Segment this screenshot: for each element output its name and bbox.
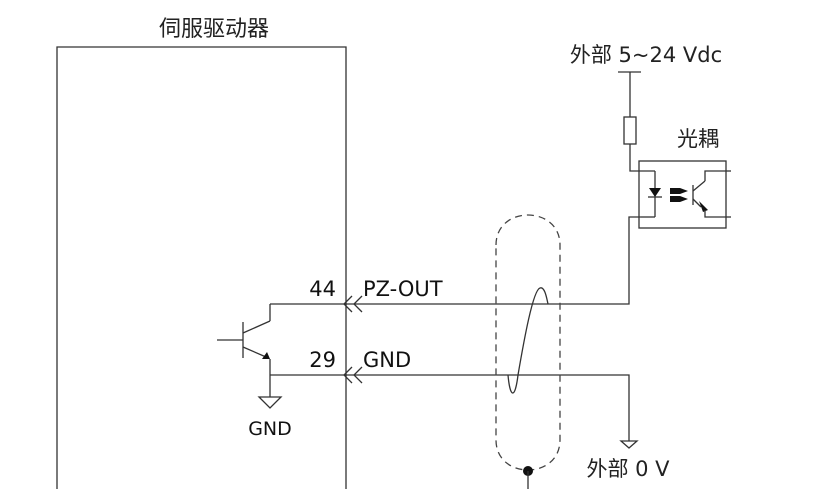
gnd-external-wire — [346, 374, 630, 441]
external-ground-label: 外部 0 V — [586, 457, 670, 481]
cable-shield-icon — [495, 214, 561, 471]
pin-number-29: 29 — [309, 348, 336, 372]
signal-name-pz-out: PZ-OUT — [363, 277, 443, 301]
optocoupler-icon — [638, 160, 731, 229]
resistor-to-led-wire — [629, 144, 655, 172]
servo-drive-title: 伺服驱动器 — [159, 17, 269, 42]
pin-number-44: 44 — [309, 277, 336, 301]
signal-name-gnd: GND — [363, 348, 411, 372]
internal-ground-label: GND — [248, 418, 292, 440]
external-supply-label: 外部 5~24 Vdc — [570, 43, 722, 67]
pz-out-external-wire — [346, 216, 641, 305]
external-ground-icon — [619, 440, 639, 449]
resistor-icon — [623, 116, 637, 145]
servo-drive-box — [56, 46, 347, 489]
twisted-pair-icon — [507, 287, 549, 394]
optocoupler-label: 光耦 — [677, 127, 719, 151]
npn-transistor-icon — [217, 304, 271, 375]
ground-symbol-icon — [257, 375, 283, 409]
